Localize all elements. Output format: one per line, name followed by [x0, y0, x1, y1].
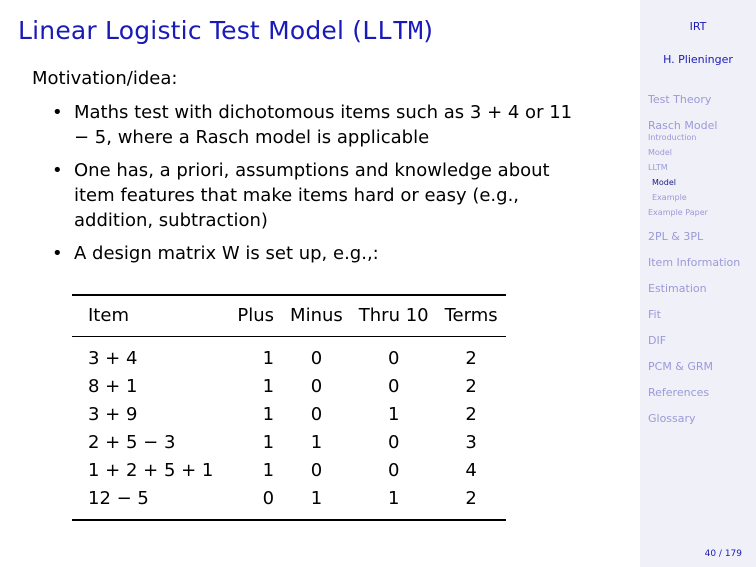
bullet-item: A design matrix W is set up, e.g.,:: [52, 241, 592, 266]
sidebar-item-example-paper[interactable]: Example Paper: [648, 208, 708, 217]
sidebar-item-lltm-example[interactable]: Example: [652, 193, 687, 202]
table-cell: 4: [465, 460, 477, 481]
table-cell: 1: [310, 432, 323, 453]
table-header-cell: Item: [88, 305, 129, 326]
table-cell: 2: [465, 376, 477, 397]
table-cell: 1: [262, 376, 275, 397]
table-cell: 1: [310, 488, 323, 509]
table-cell: 2: [465, 404, 477, 425]
table-cell: 8 + 1: [88, 376, 138, 397]
table-cell: 3 + 9: [88, 404, 138, 425]
table-row: 1 + 2 + 5 + 1 1 0 0 4: [72, 457, 506, 485]
table-cell: 0: [310, 404, 323, 425]
table-cell: 1: [262, 460, 275, 481]
table-cell: 3 + 4: [88, 348, 138, 369]
table-header-cell: Plus: [237, 305, 275, 326]
sidebar-item-glossary[interactable]: Glossary: [648, 412, 696, 425]
page-number: 40 / 179: [704, 549, 742, 559]
slide-title-close: ): [423, 16, 434, 45]
table-cell: 1: [262, 404, 275, 425]
sidebar-item-pcm-grm[interactable]: PCM & GRM: [648, 360, 714, 373]
sidebar-item-rasch-model[interactable]: Rasch Model: [648, 119, 718, 132]
table-cell: 0: [262, 488, 275, 509]
sidebar-author[interactable]: H. Plieninger: [663, 53, 733, 66]
table-row: 8 + 1 1 0 0 2: [72, 373, 506, 401]
table-header-cell: Minus: [290, 305, 343, 326]
bullet-item: One has, a priori, assumptions and knowl…: [52, 158, 592, 233]
sidebar-item-lltm-model[interactable]: Model: [652, 178, 677, 187]
table-row: 3 + 4 1 0 0 2: [72, 337, 506, 374]
sidebar-item-item-information[interactable]: Item Information: [648, 256, 741, 269]
table-cell: 2: [465, 348, 477, 369]
sidebar-nav: Test Theory Rasch Model Introduction Mod…: [648, 93, 754, 425]
sidebar-item-references[interactable]: References: [648, 386, 710, 399]
sidebar-item-test-theory[interactable]: Test Theory: [648, 93, 712, 106]
table-cell: 1 + 2 + 5 + 1: [88, 460, 214, 481]
sidebar-title[interactable]: IRT: [689, 20, 707, 33]
sidebar-item-fit[interactable]: Fit: [648, 308, 661, 321]
sidebar-item-introduction[interactable]: Introduction: [648, 133, 697, 142]
table-header-cell: Terms: [444, 305, 498, 326]
table-header-row: Item Plus Minus Thru 10 Terms: [72, 295, 506, 337]
table-cell: 0: [310, 348, 323, 369]
sidebar-item-model[interactable]: Model: [648, 148, 673, 157]
table-cell: 0: [310, 460, 323, 481]
lead-text: Motivation/idea:: [32, 68, 178, 89]
table-cell: 12 − 5: [88, 488, 149, 509]
sidebar-item-dif[interactable]: DIF: [648, 334, 667, 347]
table-cell: 0: [387, 376, 400, 397]
table-cell: 0: [387, 432, 400, 453]
design-matrix-table: Item Plus Minus Thru 10 Terms 3 + 4 1 0 …: [72, 294, 506, 521]
table-cell: 0: [310, 376, 323, 397]
table-cell: 0: [387, 348, 400, 369]
table-cell: 1: [262, 348, 275, 369]
table-cell: 1: [387, 404, 400, 425]
table-row: 2 + 5 − 3 1 1 0 3: [72, 429, 506, 457]
bullet-item: Maths test with dichotomous items such a…: [52, 100, 592, 150]
sidebar: IRT H. Plieninger Test Theory Rasch Mode…: [640, 0, 756, 567]
slide-main: Linear Logistic Test Model (LLTM) Motiva…: [0, 0, 640, 567]
bullet-list: Maths test with dichotomous items such a…: [52, 100, 592, 274]
table-cell: 2 + 5 − 3: [88, 432, 176, 453]
table-cell: 2: [465, 488, 477, 509]
table-cell: 1: [387, 488, 400, 509]
table-header-cell: Thru 10: [358, 305, 429, 326]
slide-title-abbrev: LLTM: [362, 16, 424, 45]
table-cell: 0: [387, 460, 400, 481]
table-cell: 1: [262, 432, 275, 453]
slide-title-main: Linear Logistic Test Model (: [18, 16, 363, 45]
table-row: 12 − 5 0 1 1 2: [72, 485, 506, 520]
slide-title: Linear Logistic Test Model (LLTM): [18, 16, 433, 45]
sidebar-item-2pl-3pl[interactable]: 2PL & 3PL: [648, 230, 704, 243]
table-row: 3 + 9 1 0 1 2: [72, 401, 506, 429]
sidebar-item-lltm[interactable]: LLTM: [648, 163, 668, 172]
sidebar-item-estimation[interactable]: Estimation: [648, 282, 707, 295]
table-cell: 3: [465, 432, 477, 453]
